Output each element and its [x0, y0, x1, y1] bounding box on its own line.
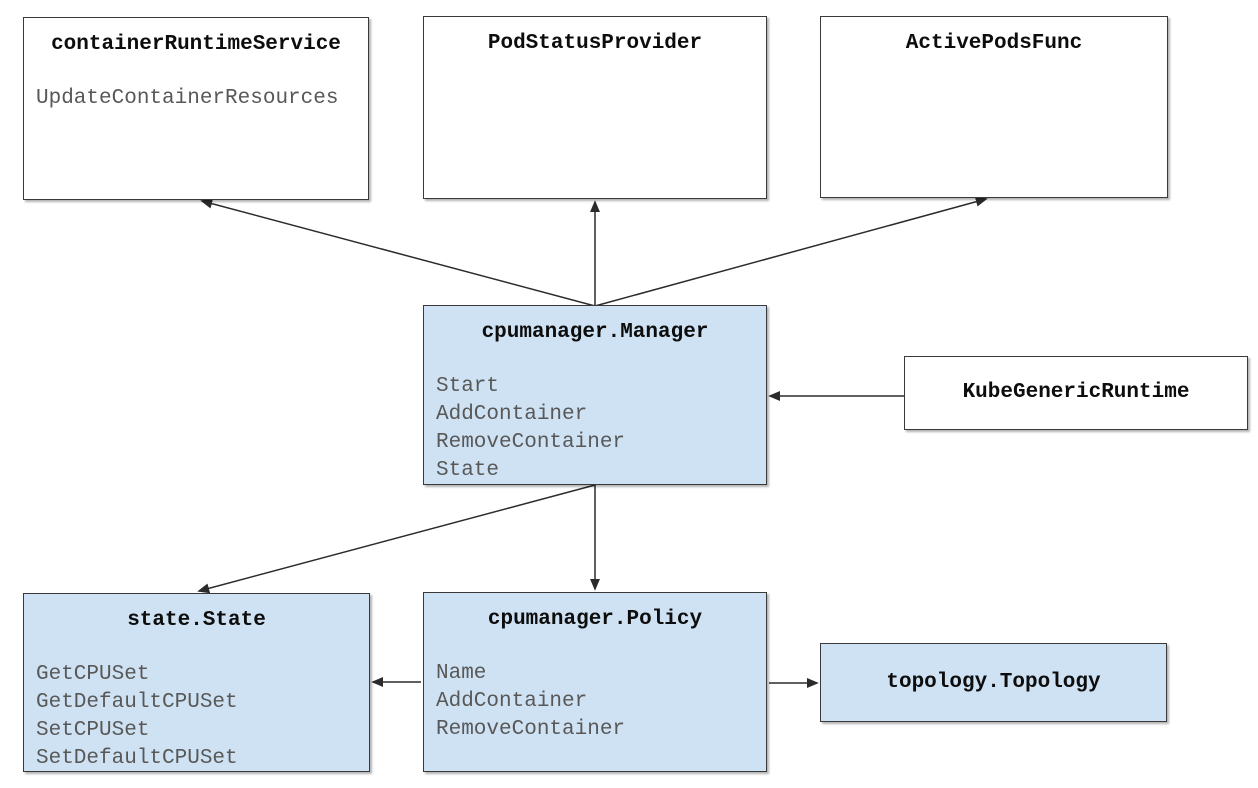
box-method: Name: [436, 662, 487, 685]
box-kube-generic-runtime: KubeGenericRuntime: [904, 356, 1248, 430]
box-pod-status-provider: PodStatusProvider: [423, 16, 767, 199]
box-method: RemoveContainer: [436, 431, 626, 454]
box-method: State: [436, 459, 500, 482]
box-method: GetDefaultCPUSet: [36, 691, 238, 714]
box-method: UpdateContainerResources: [36, 87, 339, 110]
box-method: RemoveContainer: [436, 718, 626, 741]
box-title: cpumanager.Manager: [481, 321, 709, 344]
box-title: PodStatusProvider: [487, 32, 703, 55]
box-method: AddContainer: [436, 690, 588, 713]
box-method-list: UpdateContainerResources: [24, 85, 368, 113]
box-title: cpumanager.Policy: [487, 608, 703, 631]
box-active-pods-func: ActivePodsFunc: [820, 16, 1168, 198]
box-title: topology.Topology: [886, 670, 1101, 694]
manager-to-active-pods-func-arrow: [594, 196, 988, 307]
box-title: state.State: [127, 609, 266, 632]
box-method: SetDefaultCPUSet: [36, 747, 238, 770]
box-method: SetCPUSet: [36, 719, 150, 742]
box-topology-topology: topology.Topology: [820, 643, 1167, 722]
box-method: GetCPUSet: [36, 663, 150, 686]
box-title: containerRuntimeService: [51, 33, 341, 56]
box-method: Start: [436, 375, 500, 398]
box-title: KubeGenericRuntime: [962, 381, 1190, 404]
box-title: ActivePodsFunc: [905, 32, 1083, 55]
box-container-runtime-service: containerRuntimeService UpdateContainerR…: [23, 17, 369, 200]
manager-to-container-runtime-service-arrow: [200, 198, 596, 307]
box-method: AddContainer: [436, 403, 588, 426]
manager-to-state-state-arrow: [197, 484, 596, 594]
